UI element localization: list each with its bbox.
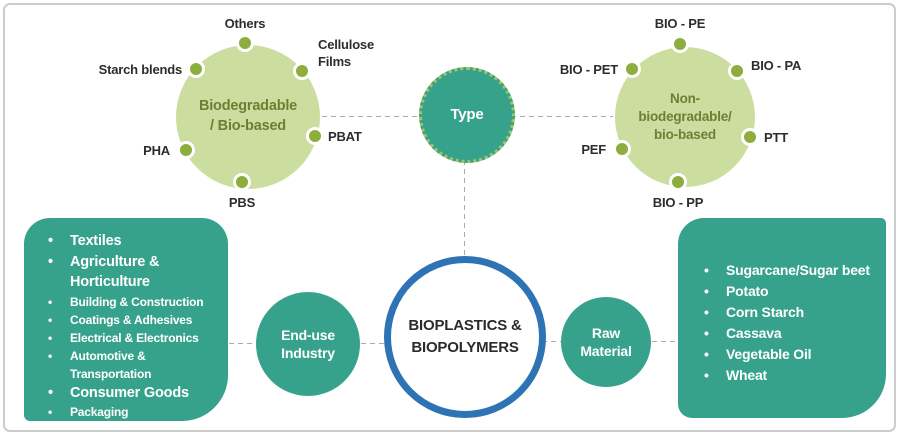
center-label-line1: BIOPLASTICS & xyxy=(408,317,522,335)
label-bio-pe: BIO - PE xyxy=(654,16,706,31)
connector-raw-to-box xyxy=(652,341,678,343)
dot-ptt xyxy=(741,128,759,146)
non-biodegradable-label-line2: biodegradable/ xyxy=(638,108,732,124)
dot-pbs xyxy=(233,173,251,191)
list-item: Agriculture & Horticulture xyxy=(46,252,220,293)
list-item: Potato xyxy=(702,281,880,302)
list-item: Coatings & Adhesives xyxy=(46,311,220,329)
end-use-industry-list: Textiles Agriculture & Horticulture Buil… xyxy=(46,231,220,421)
non-biodegradable-label-line1: Non- xyxy=(670,90,700,106)
connector-type-to-center xyxy=(464,160,466,255)
label-bio-pet: BIO - PET xyxy=(559,62,618,77)
label-cellulose-films: Cellulose Films xyxy=(318,37,374,69)
raw-material-box: Sugarcane/Sugar beet Potato Corn Starch … xyxy=(678,218,886,418)
connector-box-to-enduse xyxy=(229,343,256,345)
label-bio-pa: BIO - PA xyxy=(751,58,802,73)
list-item: Wheat xyxy=(702,365,880,386)
dot-others xyxy=(236,34,254,52)
label-pef: PEF xyxy=(581,142,606,157)
label-starch-blends: Starch blends xyxy=(98,62,183,77)
end-use-industry-box: Textiles Agriculture & Horticulture Buil… xyxy=(24,218,228,421)
list-item: Automotive & Transportation xyxy=(46,347,190,383)
end-use-label-line1: End-use xyxy=(281,326,335,343)
dot-pef xyxy=(613,140,631,158)
raw-material-label-line1: Raw xyxy=(591,324,621,341)
non-biodegradable-label-line3: bio-based xyxy=(654,127,716,143)
label-ptt: PTT xyxy=(764,130,788,145)
dot-cellulose-films xyxy=(293,62,311,80)
dot-pha xyxy=(177,141,195,159)
list-item: Vegetable Oil xyxy=(702,344,880,365)
list-item: Building & Construction xyxy=(46,293,220,311)
connector-bio-to-type xyxy=(322,116,417,118)
dot-bio-pet xyxy=(623,60,641,78)
list-item: Consumer Goods xyxy=(46,383,220,404)
end-use-industry-node: End-use Industry xyxy=(256,292,360,396)
biodegradable-label-line2: / Bio-based xyxy=(210,118,286,134)
center-label-line2: BIOPOLYMERS xyxy=(411,339,519,356)
label-pbs: PBS xyxy=(228,195,256,210)
connector-center-to-raw xyxy=(533,341,561,343)
list-item: Textiles xyxy=(46,231,220,252)
list-item: Corn Starch xyxy=(702,302,880,323)
list-item: Packaging xyxy=(46,403,220,421)
center-node: BIOPLASTICS & BIOPOLYMERS xyxy=(384,256,546,418)
label-bio-pp: BIO - PP xyxy=(652,195,704,210)
raw-material-label-line2: Material xyxy=(580,343,632,359)
list-item: Cassava xyxy=(702,323,880,344)
raw-material-node: Raw Material xyxy=(561,297,651,387)
connector-type-to-nonbio xyxy=(511,116,613,118)
connector-enduse-to-center xyxy=(361,343,384,345)
end-use-label-line2: Industry xyxy=(281,345,335,361)
list-item: Sugarcane/Sugar beet xyxy=(702,260,880,281)
label-pbat: PBAT xyxy=(328,129,362,144)
dot-bio-pe xyxy=(671,35,689,53)
label-others: Others xyxy=(224,16,266,31)
raw-material-list: Sugarcane/Sugar beet Potato Corn Starch … xyxy=(702,260,880,386)
list-item: Electrical & Electronics xyxy=(46,329,220,347)
dot-bio-pp xyxy=(669,173,687,191)
biodegradable-label-line1: Biodegradable xyxy=(198,98,298,115)
label-pha: PHA xyxy=(143,143,170,158)
type-label: Type xyxy=(450,106,484,124)
dot-starch-blends xyxy=(187,60,205,78)
type-node: Type xyxy=(419,67,515,163)
dot-pbat xyxy=(306,127,324,145)
dot-bio-pa xyxy=(728,62,746,80)
